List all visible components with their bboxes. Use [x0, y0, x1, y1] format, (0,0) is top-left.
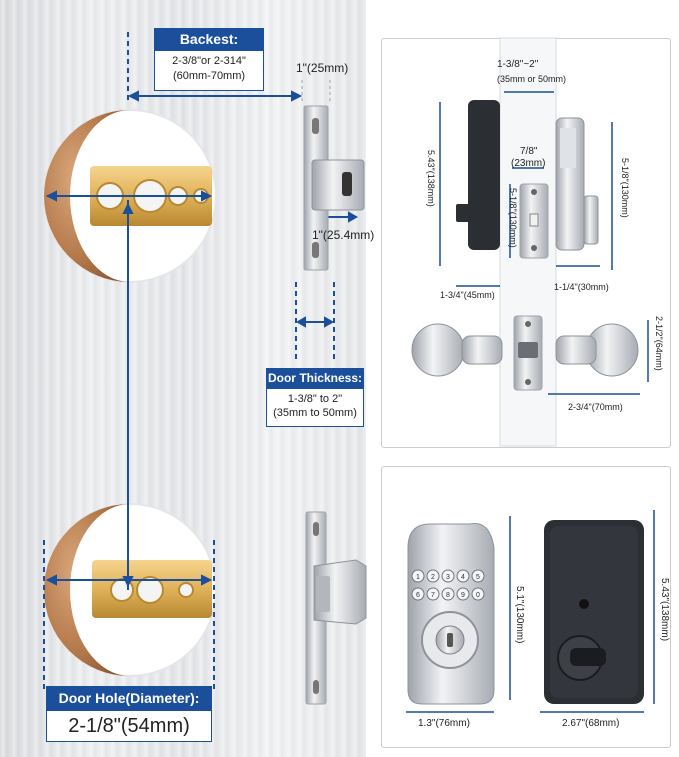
bottom-bore-circle — [43, 503, 217, 677]
bottom-right-dimension-card — [381, 466, 671, 748]
bottom-latch — [305, 511, 367, 705]
door-thickness-line1: 1-3/8" to 2" — [287, 393, 343, 405]
backset-line2: (60mm-70mm) — [172, 70, 246, 82]
height-right-label: 5-1/8"(130mm) — [620, 158, 630, 218]
top-right-dimension-card — [381, 38, 671, 448]
height-left-label: 5.43"(138mm) — [426, 150, 436, 207]
backset-title: Backest: — [154, 28, 264, 50]
knob-depth-label: 2-3/4"(70mm) — [568, 402, 623, 412]
knob-height-label: 2-1/2"(64mm) — [654, 316, 664, 371]
door-thickness-title: Door Thickness: — [266, 368, 364, 388]
depth-left-label: 1-3/4"(45mm) — [440, 290, 495, 300]
dimension-lines — [43, 32, 359, 690]
door-thickness-line2: (35mm to 50mm) — [273, 407, 357, 419]
door-hole-title: Door Hole(Diameter): — [46, 686, 212, 710]
faceplate-width-label: 1"(25mm) — [296, 61, 349, 75]
backset-line1: 2-3/8"or 2-314" — [172, 55, 246, 67]
backset-value: 2-3/8"or 2-314" (60mm-70mm) — [154, 50, 264, 91]
back-width-label: 2.67"(68mm) — [562, 718, 620, 729]
height-mid-label: 5-1/8"(130mm) — [508, 188, 518, 248]
installation-diagram — [43, 32, 367, 705]
front-width-label: 1.3"(76mm) — [418, 718, 470, 729]
door-range-label: 1-3/8"~2" — [497, 59, 539, 70]
top-latch — [301, 80, 365, 271]
door-thickness-value: 1-3/8" to 2" (35mm to 50mm) — [266, 388, 364, 427]
front-height-label: 5.1"(130mm) — [514, 586, 525, 644]
door-range-mm-label: (35mm or 50mm) — [497, 74, 567, 84]
strike-width-mm-label: (23mm) — [511, 158, 546, 169]
bolt-diameter-label: 1"(25.4mm) — [312, 228, 375, 242]
depth-right-label: 1-1/4"(30mm) — [554, 282, 609, 292]
door-hole-value: 2-1/8"(54mm) — [46, 710, 212, 742]
back-height-label: 5.43"(138mm) — [659, 578, 670, 642]
strike-width-label: 7/8" — [520, 146, 538, 157]
